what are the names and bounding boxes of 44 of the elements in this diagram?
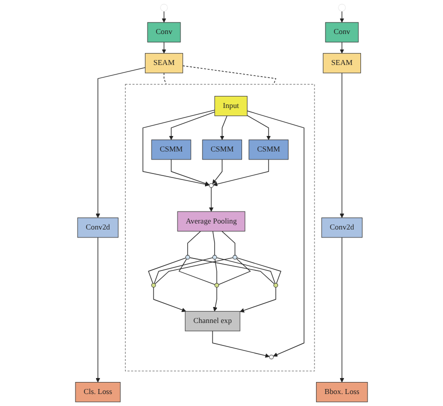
arrow <box>340 42 344 54</box>
arrow <box>340 72 344 218</box>
node-circle <box>151 283 156 288</box>
arrow <box>340 10 344 23</box>
connector <box>148 258 186 284</box>
node-circle <box>269 354 274 360</box>
arrow <box>213 159 269 186</box>
arrow <box>240 287 276 312</box>
arrow <box>213 287 218 312</box>
arrow <box>153 287 186 312</box>
arrow <box>212 159 222 184</box>
arrow <box>220 116 228 140</box>
connector <box>187 230 201 256</box>
arrow <box>209 187 214 212</box>
arrow <box>246 115 271 140</box>
connector <box>216 257 276 284</box>
cluster <box>125 84 315 372</box>
connector <box>214 258 218 284</box>
arrow <box>162 10 166 23</box>
arrow <box>340 237 344 382</box>
connector <box>222 230 236 256</box>
arrow <box>142 110 216 186</box>
connector <box>178 258 216 285</box>
connector <box>189 257 275 284</box>
node-circle <box>232 254 238 260</box>
node-circle <box>212 254 217 260</box>
connector <box>164 72 166 85</box>
connector <box>218 258 251 285</box>
node-circle <box>273 283 278 288</box>
arrow <box>168 112 216 140</box>
arrow <box>212 330 270 358</box>
connector <box>236 258 282 284</box>
arrow <box>96 237 100 382</box>
arrow <box>162 42 166 54</box>
connector <box>154 257 214 284</box>
node-circle <box>185 254 190 260</box>
connector <box>154 257 234 284</box>
arrow <box>246 110 304 357</box>
arrow <box>96 67 146 218</box>
connector <box>182 65 276 85</box>
connector <box>212 230 215 256</box>
node-circle <box>214 283 220 288</box>
arrow <box>170 159 210 186</box>
node-circle <box>208 183 214 188</box>
